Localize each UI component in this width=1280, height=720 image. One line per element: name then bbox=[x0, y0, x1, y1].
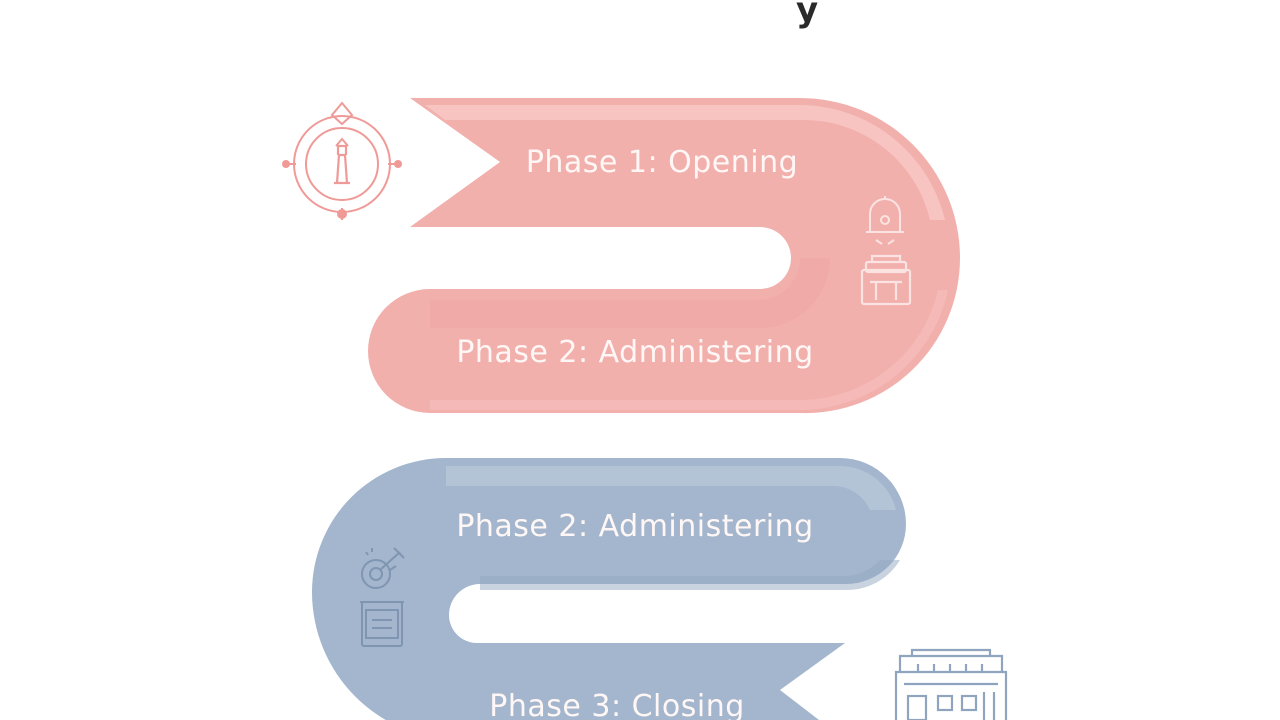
target-compass-icon bbox=[282, 101, 402, 220]
building-icon bbox=[894, 648, 1008, 720]
coral-band bbox=[368, 98, 960, 414]
blue-band-inner-shade bbox=[480, 560, 900, 591]
coral-band-shape bbox=[368, 98, 960, 414]
coral-band-inner-shade bbox=[430, 258, 830, 328]
phase-2-label-bottom: Phase 2: Administering bbox=[456, 509, 813, 544]
toolbox-icon bbox=[860, 254, 912, 306]
blue-band-shape bbox=[312, 458, 906, 720]
phase-1-label: Phase 1: Opening bbox=[526, 145, 798, 180]
title-fragment: y bbox=[796, 0, 819, 30]
phase-2-label-top: Phase 2: Administering bbox=[456, 335, 813, 370]
blue-band-highlight bbox=[446, 466, 896, 510]
cabinet-icon bbox=[360, 601, 404, 647]
dial-pen-icon bbox=[361, 547, 405, 589]
phase-3-label: Phase 3: Closing bbox=[489, 689, 745, 720]
blue-band bbox=[312, 458, 906, 720]
alarm-bell-icon bbox=[866, 196, 904, 245]
coral-band-highlight bbox=[425, 105, 945, 220]
